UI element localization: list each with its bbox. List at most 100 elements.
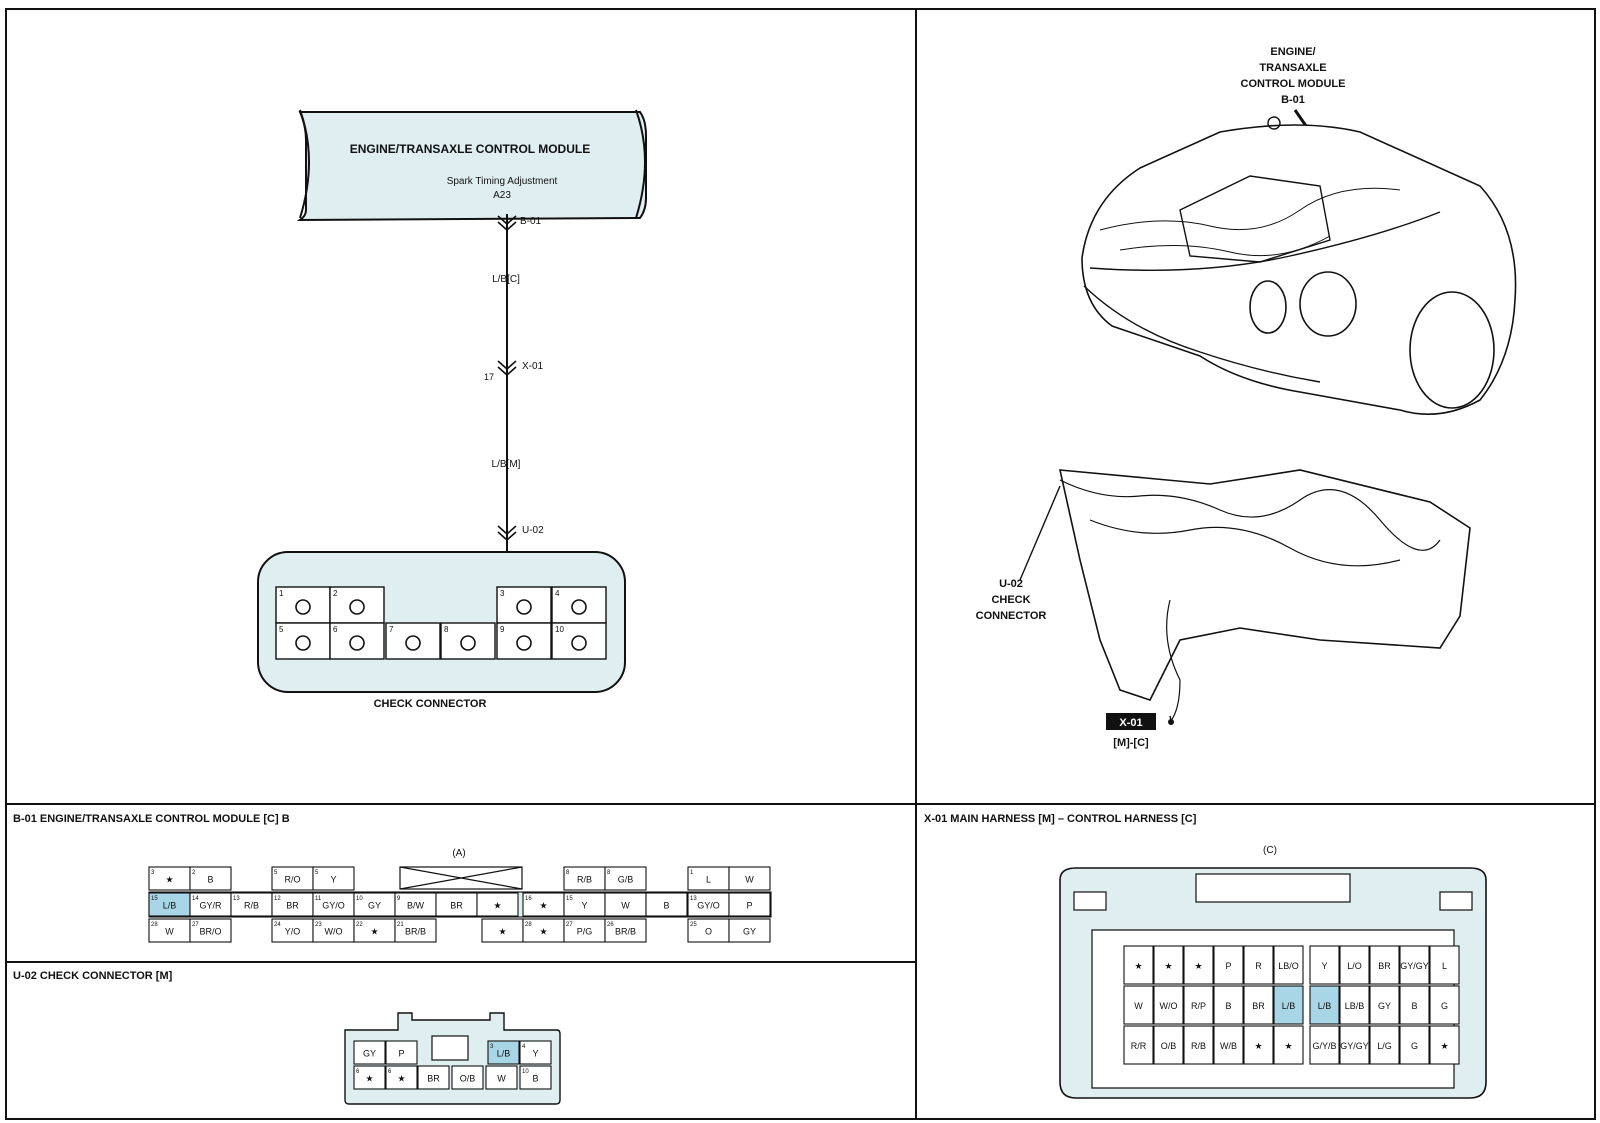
u02-label: U-02	[522, 525, 544, 536]
x01-pin: G	[1429, 985, 1460, 1025]
check-pin-terminal	[460, 635, 476, 651]
b01-pin: W	[728, 866, 771, 891]
x01-pin-color-code: G	[1411, 1041, 1418, 1051]
x01-pin-color-code: L	[1442, 961, 1447, 971]
b01-pin-cell	[728, 866, 771, 891]
check-pin: 8	[440, 622, 496, 660]
x01-pin: BR	[1243, 985, 1274, 1025]
connector-symbol-x01: X-01 17	[484, 360, 544, 382]
check-pin: 4	[551, 586, 607, 624]
u02-pin-cell	[519, 1040, 552, 1065]
b01-pin: 23W/O	[312, 918, 355, 943]
x01-pin-color-code: GY/GY	[1340, 1041, 1369, 1051]
check-pin: 1	[275, 586, 331, 624]
u02-pin-color-code: GY	[363, 1049, 376, 1059]
b01-pin-cell	[189, 918, 232, 943]
u02-pin: 6★	[353, 1065, 386, 1090]
check-pin: 3	[496, 586, 552, 624]
x01-pin-color-code: L/G	[1377, 1041, 1392, 1051]
b01-pin: 9B/W	[394, 892, 437, 917]
x01-pin: ★	[1429, 1025, 1460, 1065]
b01-pin-number: 25	[690, 922, 697, 928]
b01-pin: 5R/O	[271, 866, 314, 891]
x01-pin-cell	[1243, 945, 1274, 985]
b01-pin-color-code: BR	[450, 901, 463, 911]
u02-pin-number: 10	[522, 1069, 529, 1075]
connector-symbol-b01: B-01	[497, 215, 542, 232]
b01-pin-color-code: B/W	[407, 901, 425, 911]
x01-pin: L/O	[1339, 945, 1370, 985]
check-pin-terminal	[516, 599, 532, 615]
x01-pin: B	[1213, 985, 1244, 1025]
x01-pin-cell	[1243, 985, 1274, 1025]
x01-pin: G	[1399, 1025, 1430, 1065]
u02-pin: 3L/B	[487, 1040, 520, 1065]
check-pin-number: 4	[555, 589, 560, 598]
x01-pin: P	[1213, 945, 1244, 985]
x01-pin-color-code: ★	[1254, 1041, 1262, 1051]
x01-pin: ★	[1153, 945, 1184, 985]
b01-pin-color-code: ★	[165, 875, 173, 885]
x01-pin-cell	[1183, 1025, 1214, 1065]
u02-panel-title: U-02 CHECK CONNECTOR [M]	[13, 970, 173, 982]
x01-pin: ★	[1273, 1025, 1304, 1065]
x01-pin: W/B	[1213, 1025, 1244, 1065]
check-pin: 5	[275, 622, 331, 660]
b01-pin-color-code: GY/O	[322, 901, 345, 911]
b01-pin-color-code: ★	[539, 927, 547, 937]
b01-pin: 28★	[522, 918, 565, 943]
ecm-module-box	[296, 111, 647, 222]
b01-pin-cell	[189, 866, 232, 891]
x01-pin-cell	[1339, 1025, 1370, 1065]
check-pin: 2	[329, 586, 385, 624]
u02-pin-cell	[451, 1065, 484, 1090]
b01-pin-color-code: R/B	[244, 901, 259, 911]
x01-pin-cell	[1399, 945, 1430, 985]
b01-pin-number: 13	[690, 896, 697, 902]
u02-pin-cell	[385, 1065, 418, 1090]
x01-pin-color-code: GY/GY	[1400, 961, 1429, 971]
b01-pin: 13R/B	[230, 892, 273, 917]
b01-pin-number: 8	[566, 870, 570, 876]
b01-pin-number: 14	[192, 896, 199, 902]
u02-pin: P	[385, 1040, 418, 1065]
b01-pin-number: 12	[274, 896, 281, 902]
u02-pin-cell	[353, 1040, 386, 1065]
b01-pin-color-code: R/B	[577, 875, 592, 885]
b01-pin-color-code: BR	[286, 901, 299, 911]
connector-symbol-u02: U-02	[497, 525, 544, 542]
b01-pin-color-code: W	[621, 901, 630, 911]
x01-pin-color-code: BR	[1252, 1001, 1265, 1011]
x01-pin-cell	[1339, 945, 1370, 985]
x01-pin-color-code: B	[1225, 1001, 1231, 1011]
b01-pin: 25O	[687, 918, 730, 943]
b01-pin-number: 26	[607, 922, 614, 928]
x01-pin: L/B	[1273, 985, 1304, 1025]
x01-pin-color-code: G	[1441, 1001, 1448, 1011]
x01-connector-dot	[1168, 719, 1174, 725]
b01-pin-color-code: GY/R	[199, 901, 222, 911]
x01-pin-cell	[1309, 945, 1340, 985]
x01-pin-color-code: W/O	[1160, 1001, 1178, 1011]
engine-harness	[1099, 187, 1401, 257]
instrument-panel-frame	[1058, 469, 1471, 701]
x01-pin-cell	[1213, 1025, 1244, 1065]
ecm-module-terminal: A23	[493, 190, 511, 201]
check-pin-number: 9	[500, 625, 505, 634]
x01-pin-color-code: ★	[1284, 1041, 1292, 1051]
x01-top-lock	[1195, 873, 1351, 903]
x01-pin-cell	[1369, 945, 1400, 985]
b01-pin-color-code: P	[746, 901, 752, 911]
b01-pin-number: 16	[525, 896, 532, 902]
b01-pin-number: 9	[397, 896, 401, 902]
check-pin-terminal	[405, 635, 421, 651]
ground-point-icon	[1267, 116, 1281, 130]
b01-pin-number: 24	[274, 922, 281, 928]
x01-pin-color-code: BR	[1378, 961, 1391, 971]
x01-pin-cell	[1399, 985, 1430, 1025]
